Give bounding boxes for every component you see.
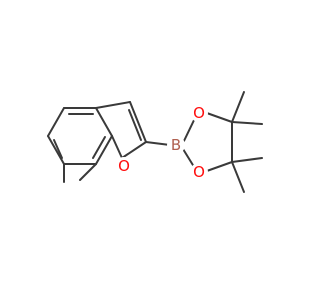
atom-label-o: O (193, 104, 205, 122)
benzofuran-dioxaborolane-structure: B O O O (47, 91, 263, 193)
bond-methyl (231, 161, 245, 193)
bond-c-b (145, 141, 171, 146)
atom-label-b: B (171, 136, 181, 154)
atom-labels: B O O O (115, 104, 208, 181)
bond-methyl (79, 163, 97, 181)
double-bond-inner (128, 109, 142, 141)
bond (95, 107, 113, 137)
bond (203, 111, 233, 123)
atom-oxygen-top: O (190, 104, 208, 122)
bond-methyl (231, 91, 245, 123)
bond (111, 135, 123, 159)
bond (47, 107, 65, 137)
bond-lines (47, 91, 263, 193)
bond (47, 135, 65, 165)
double-bond-inner (92, 136, 106, 159)
bond (95, 101, 131, 109)
bond (121, 141, 147, 159)
bond-methyl (231, 121, 263, 125)
bond (203, 161, 233, 173)
double-bond-inner (53, 139, 63, 159)
bond (95, 135, 113, 165)
bond (182, 115, 197, 144)
atom-boron: B (167, 136, 185, 154)
atom-label-o: O (193, 163, 205, 181)
atom-oxygen-furan: O (115, 157, 133, 175)
atom-oxygen-bottom: O (190, 163, 208, 181)
atom-label-o: O (118, 157, 130, 175)
bond (129, 101, 147, 143)
bond-methyl (231, 157, 263, 163)
